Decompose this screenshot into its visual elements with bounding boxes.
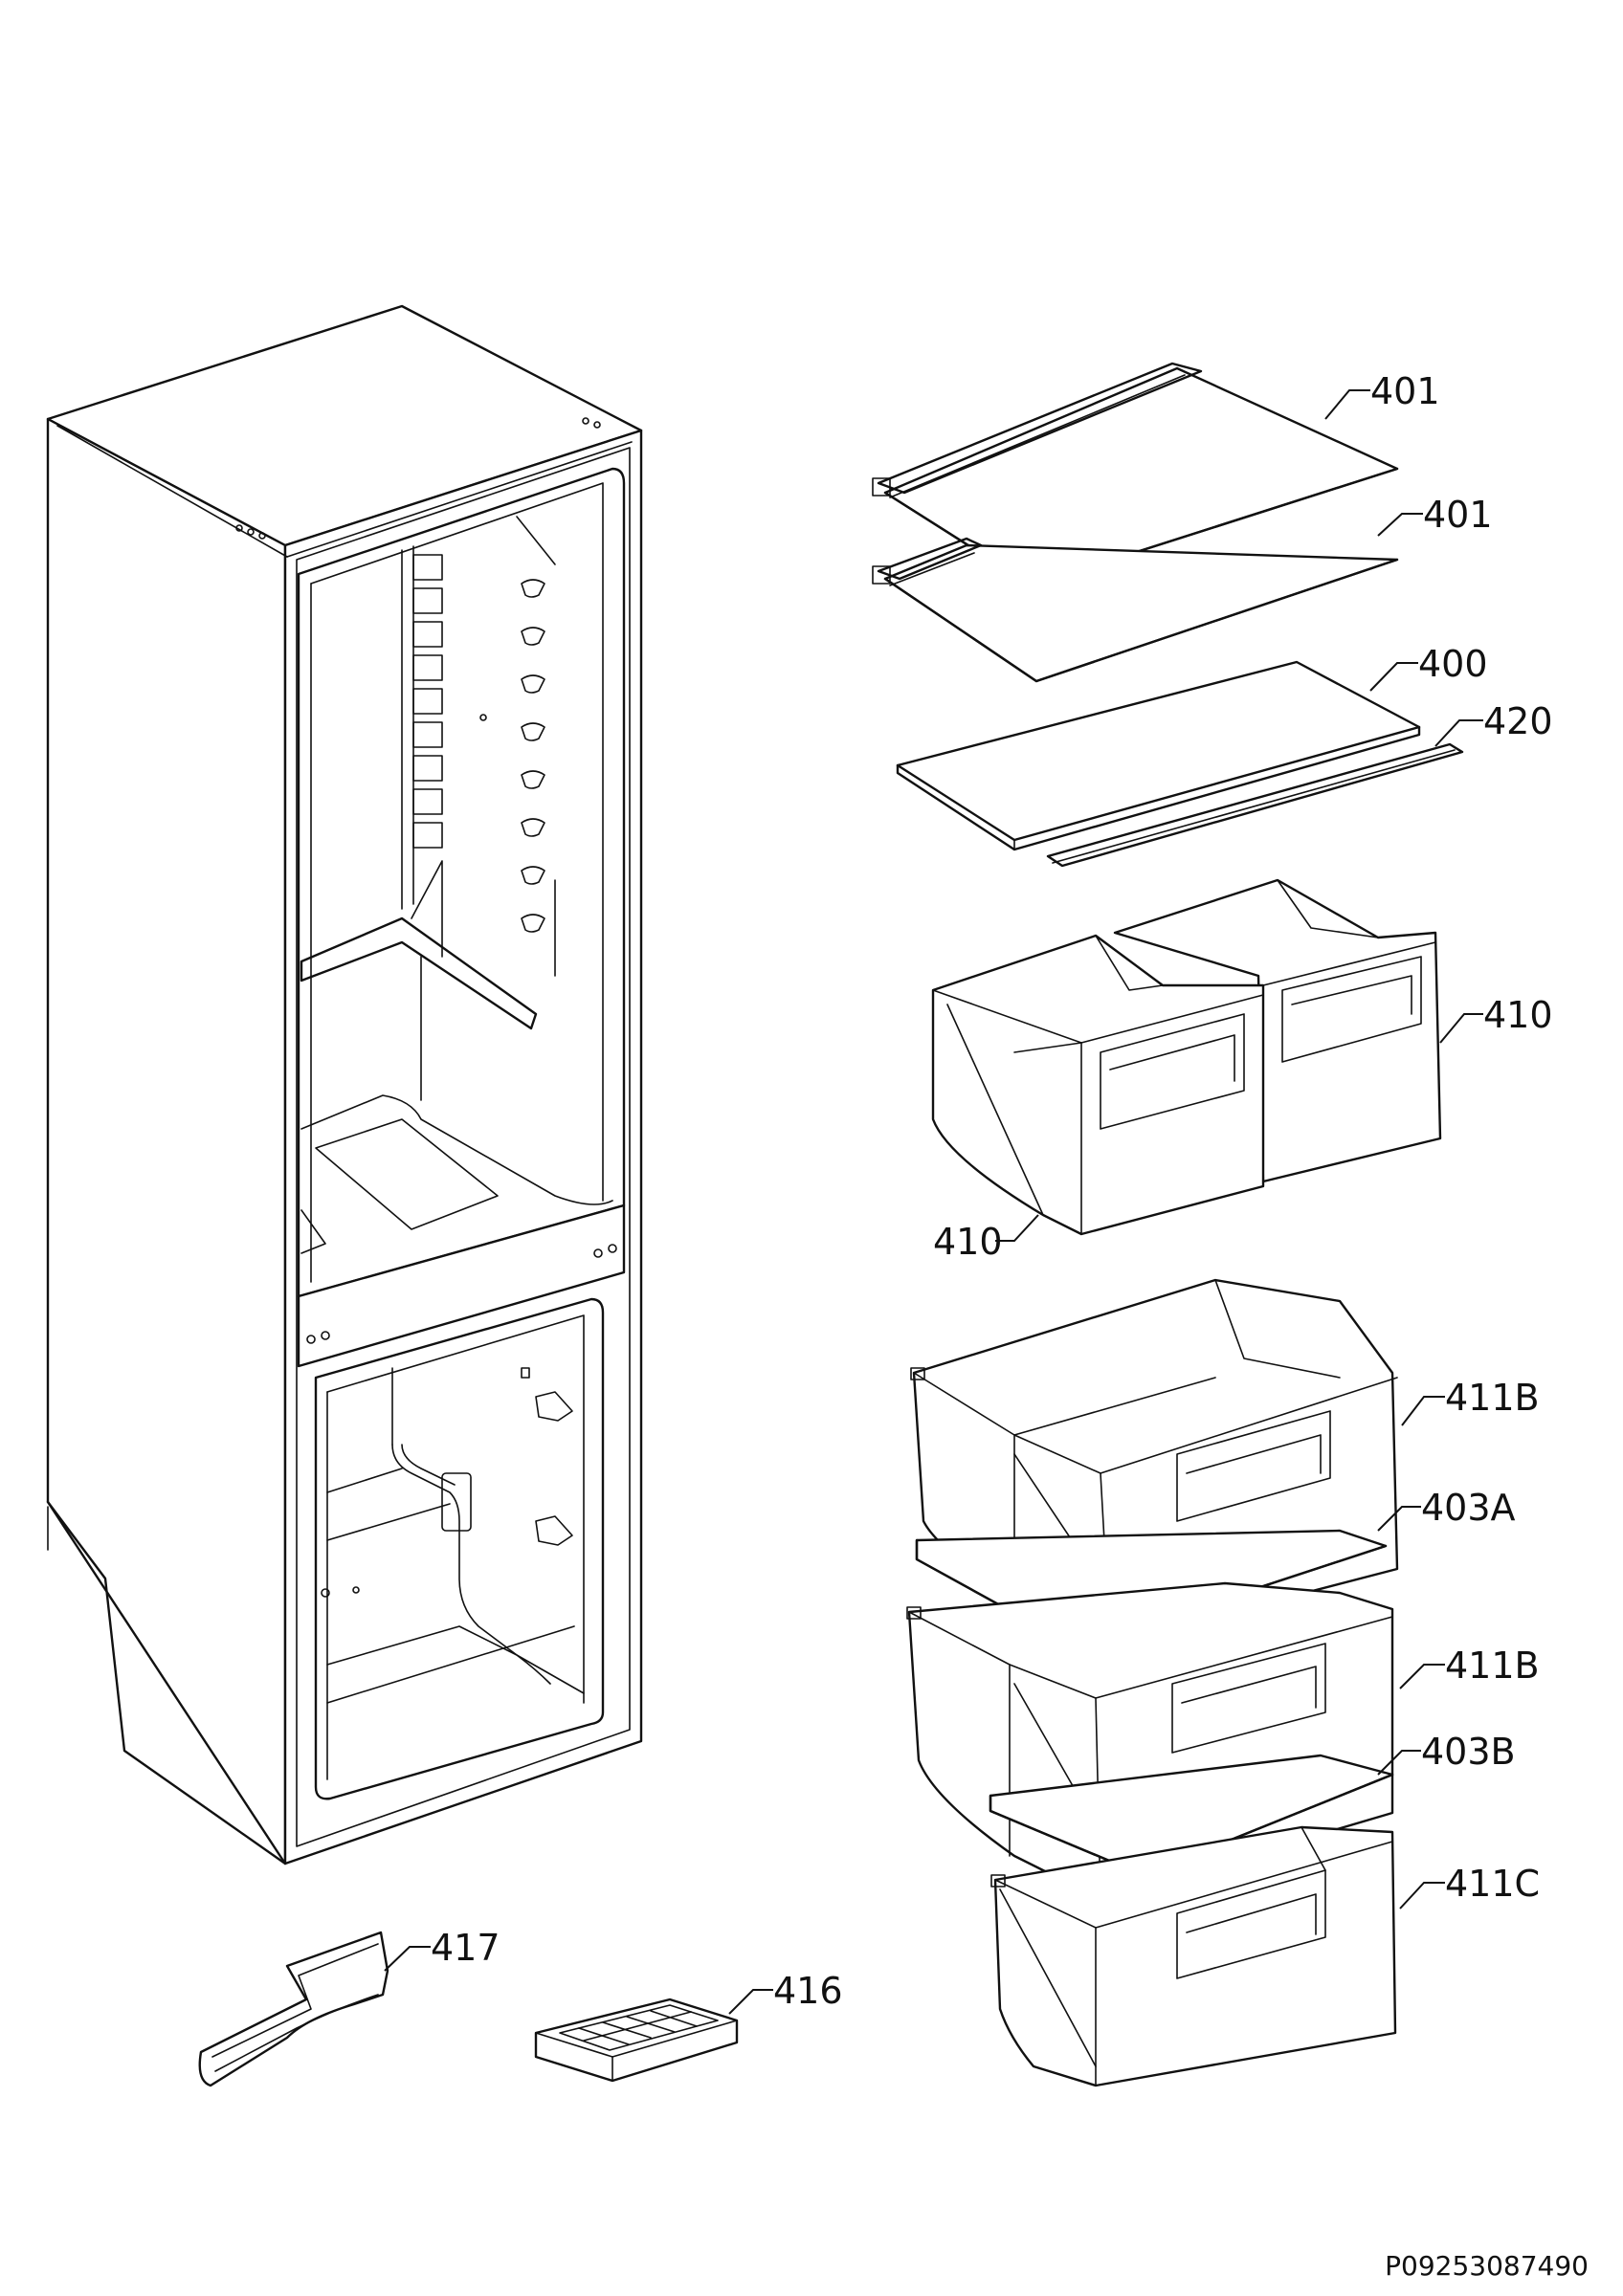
label-411B-lower: 411B <box>1445 1645 1540 1687</box>
label-411B-upper: 411B <box>1445 1377 1540 1419</box>
document-code: P09253087490 <box>1385 2250 1589 2282</box>
part-420-trim-strip <box>1046 742 1464 868</box>
label-411C: 411C <box>1445 1863 1540 1905</box>
part-labels: 401 401 400 420 410 410 411B 403A 411B 4… <box>431 370 1589 2282</box>
label-401-top: 401 <box>1370 370 1440 412</box>
label-410-right: 410 <box>1483 994 1553 1036</box>
part-401-shelf-second <box>872 537 1399 683</box>
part-411C-drawer-bottom <box>990 1825 1397 2087</box>
label-400: 400 <box>1418 643 1488 685</box>
label-417: 417 <box>431 1927 500 1969</box>
label-401-second: 401 <box>1423 494 1493 536</box>
part-417-ice-scraper <box>198 1931 389 2087</box>
leader-lines <box>384 389 1483 2015</box>
freezer-compartment <box>314 1297 605 1800</box>
part-416-ice-tray <box>534 1998 739 2083</box>
label-420: 420 <box>1483 700 1553 742</box>
shelf-supports-left <box>412 554 443 849</box>
mullion <box>297 1203 626 1368</box>
part-403B-glass-plate <box>989 1754 1394 1877</box>
label-403A: 403A <box>1421 1487 1516 1529</box>
label-416: 416 <box>773 1970 843 2012</box>
label-403B: 403B <box>1421 1731 1516 1773</box>
label-410-left: 410 <box>933 1221 1003 1263</box>
shelf-supports-right <box>521 579 545 933</box>
part-401-shelf-top <box>872 362 1399 587</box>
fridge-compartment <box>297 467 626 1298</box>
fridge-cabinet <box>46 304 643 1866</box>
part-410-drawer-pair <box>931 878 1442 1236</box>
part-400-glass-shelf <box>896 660 1421 851</box>
